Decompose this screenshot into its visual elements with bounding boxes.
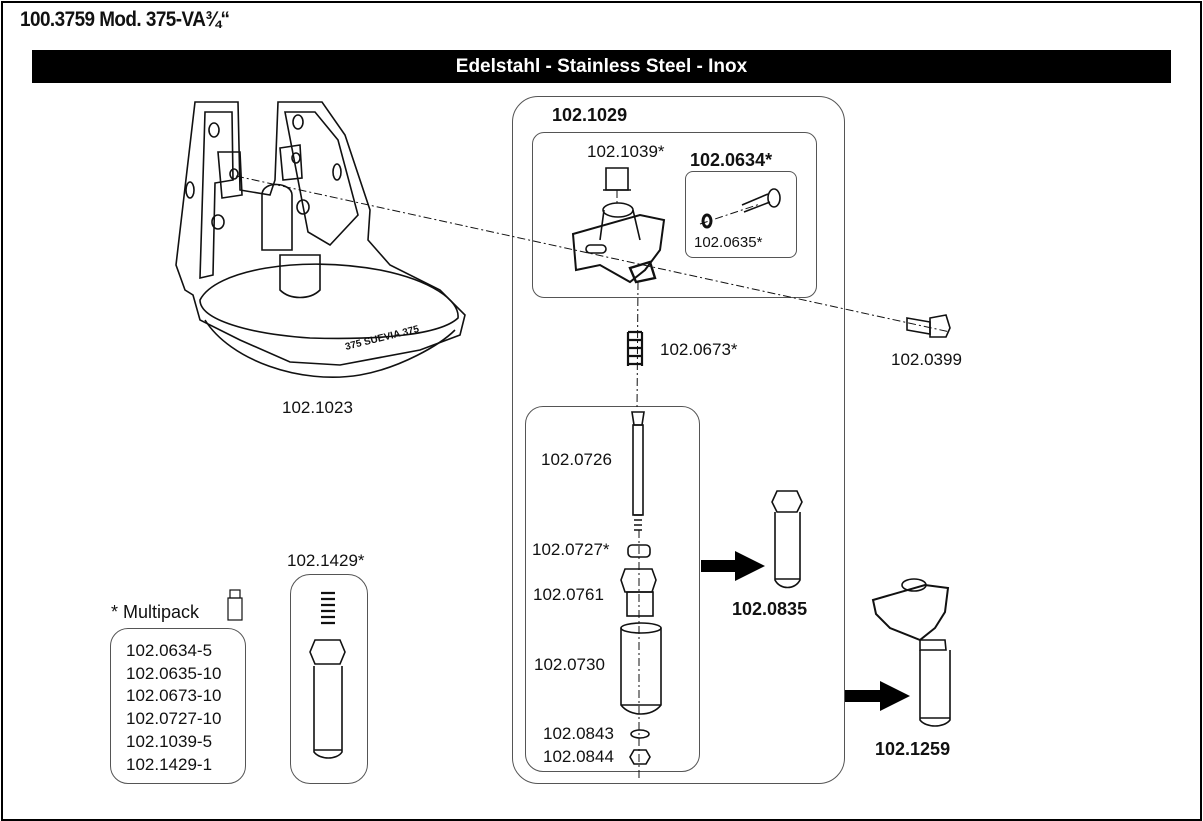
spring-tube-kit-group (290, 574, 368, 784)
arrow-to-tube-assembly-icon (701, 551, 765, 581)
multipack-list: 102.0634-5 102.0635-10 102.0673-10 102.0… (126, 640, 221, 776)
document-title: 100.3759 Mod. 375-VA¾“ (20, 8, 230, 31)
multipack-item: 102.1039-5 (126, 731, 213, 751)
assembly-axis-lines (235, 175, 951, 780)
stem-tube-group (525, 406, 700, 772)
multipack-item: 102.0727-10 (126, 709, 222, 729)
label-spring: 102.0673* (660, 340, 738, 359)
multipack-list-box (110, 628, 246, 784)
multipack-heading: * Multipack (111, 602, 200, 622)
valve-assembly-group (512, 96, 845, 784)
label-washer: 102.0727* (532, 540, 610, 559)
package-icon (227, 589, 243, 621)
label-o-ring: 102.0635* (694, 234, 763, 251)
multipack-item: 102.0634-5 (126, 641, 213, 660)
small-nut-icon (629, 749, 651, 765)
label-valve-stem: 102.0726 (541, 450, 612, 469)
arrow-to-complete-valve-icon (845, 681, 910, 711)
bolt-icon (906, 314, 951, 338)
nut-sleeve-icon (620, 568, 657, 617)
multipack-item: 102.0673-10 (126, 686, 222, 706)
multipack-item: 102.1429-1 (126, 754, 213, 774)
spring-icon (626, 330, 644, 366)
o-ring-icon (701, 213, 713, 229)
drinking-bowl-icon (175, 101, 466, 379)
multipack-item: 102.0635-10 (126, 663, 222, 683)
arrows (701, 551, 910, 711)
valve-body-icon (571, 167, 666, 284)
label-small-washer: 102.0843 (543, 724, 614, 743)
label-screw-set: 102.0634* (690, 150, 773, 170)
label-tube-assembly: 102.0835 (732, 599, 808, 619)
label-bolt: 102.0399 (891, 350, 962, 369)
label-plug: 102.1039* (587, 142, 665, 161)
label-nut-sleeve: 102.0761 (533, 585, 604, 604)
label-complete-valve: 102.1259 (875, 739, 951, 759)
label-bowl: 102.1023 (282, 398, 353, 417)
tube-assembly-icon (771, 490, 803, 589)
complete-valve-icon (871, 578, 951, 727)
label-spring-tube-kit: 102.1429* (287, 551, 365, 570)
valve-body-group (532, 132, 817, 298)
tube-icon (620, 622, 662, 715)
screw-icon (741, 188, 781, 213)
label-small-nut: 102.0844 (543, 747, 614, 766)
valve-stem-icon (631, 411, 645, 531)
spring-tube-kit-icon (309, 591, 346, 759)
label-tube: 102.0730 (534, 655, 605, 674)
small-washer-icon (630, 729, 650, 739)
material-banner: Edelstahl - Stainless Steel - Inox (32, 50, 1171, 83)
label-valve-assembly: 102.1029 (552, 105, 628, 125)
screw-set-group (685, 171, 797, 258)
